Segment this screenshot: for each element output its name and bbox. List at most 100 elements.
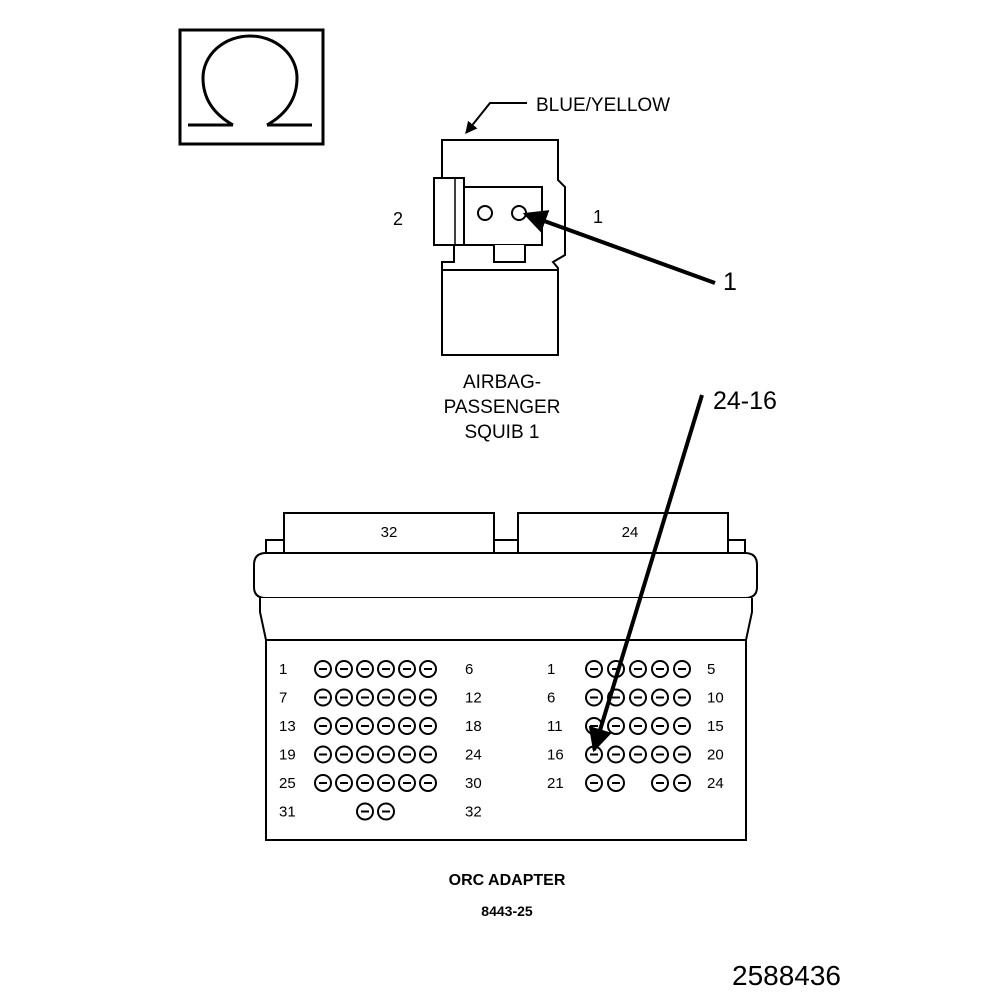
left-adapter-pin <box>398 717 416 735</box>
right-adapter-pin <box>673 660 691 678</box>
ohm-icon <box>188 34 312 127</box>
left-adapter-pin <box>335 717 353 735</box>
right-adapter-pin <box>629 745 647 764</box>
left-row-end-label: 32 <box>465 804 482 821</box>
left-adapter-pin <box>377 745 395 764</box>
left-row-end-label: 12 <box>465 690 482 707</box>
left-adapter-pin <box>314 717 332 735</box>
left-adapter-pin <box>314 745 332 764</box>
right-adapter-pin <box>607 717 625 735</box>
left-adapter-pin <box>398 660 416 678</box>
right-adapter-pin <box>607 774 625 792</box>
right-row-start-label: 21 <box>547 775 564 792</box>
left-pin-grid: 1 6 7 12 13 18 19 24 25 30 31 32 <box>279 660 482 821</box>
left-adapter-pin <box>419 660 437 678</box>
pin-1-label: 1 <box>593 207 603 227</box>
left-adapter-pin <box>335 688 353 707</box>
right-adapter-pin <box>673 688 691 707</box>
squib-pin-1 <box>511 205 527 221</box>
right-row-end-label: 5 <box>707 661 715 678</box>
right-row-end-label: 20 <box>707 747 724 764</box>
left-row-start-label: 19 <box>279 747 296 764</box>
left-adapter-pin <box>356 802 374 821</box>
connector-name-line-3: SQUIB 1 <box>465 422 540 443</box>
ohm-meter-symbol <box>178 28 325 146</box>
wire-color-label: BLUE/YELLOW <box>536 95 670 116</box>
callout-1: 1 <box>522 210 737 296</box>
left-adapter-pin <box>335 774 353 792</box>
left-adapter-pin <box>377 774 395 792</box>
connector-24-label: 24 <box>622 524 639 541</box>
right-adapter-pin <box>629 688 647 707</box>
connector-name-line-1: AIRBAG- <box>463 372 541 393</box>
right-row-end-label: 15 <box>707 718 724 735</box>
adapter-title: ORC ADAPTER <box>449 872 566 889</box>
right-adapter-pin <box>673 745 691 764</box>
left-adapter-pin <box>314 660 332 678</box>
right-row-end-label: 10 <box>707 690 724 707</box>
left-adapter-pin <box>419 745 437 764</box>
right-adapter-pin <box>651 717 669 735</box>
right-adapter-pin <box>607 745 625 764</box>
left-adapter-pin <box>314 688 332 707</box>
left-row-start-label: 25 <box>279 775 296 792</box>
connector-name-line-2: PASSENGER <box>444 397 561 418</box>
right-adapter-pin <box>673 717 691 735</box>
left-adapter-pin <box>377 660 395 678</box>
left-row-start-label: 7 <box>279 690 287 707</box>
left-adapter-pin <box>419 774 437 792</box>
left-adapter-pin <box>356 745 374 764</box>
connector-32-label: 32 <box>381 524 398 541</box>
left-row-end-label: 24 <box>465 747 482 764</box>
right-adapter-pin <box>651 774 669 792</box>
right-adapter-pin <box>651 688 669 707</box>
right-adapter-pin <box>651 660 669 678</box>
left-row-start-label: 13 <box>279 718 296 735</box>
left-adapter-pin <box>398 774 416 792</box>
callout-24-16: 24-16 <box>588 387 777 753</box>
left-adapter-pin <box>398 745 416 764</box>
right-adapter-pin <box>585 774 603 792</box>
left-row-start-label: 31 <box>279 804 296 821</box>
left-adapter-pin <box>335 660 353 678</box>
right-adapter-pin <box>673 774 691 792</box>
right-adapter-pin <box>585 660 603 678</box>
left-adapter-pin <box>356 688 374 707</box>
left-adapter-pin <box>335 745 353 764</box>
connector-latch <box>433 177 465 246</box>
callout-1-label: 1 <box>723 268 737 296</box>
figure-number: 2588436 <box>732 960 841 991</box>
right-row-start-label: 16 <box>547 747 564 764</box>
right-adapter-pin <box>651 745 669 764</box>
left-row-end-label: 30 <box>465 775 482 792</box>
right-row-start-label: 11 <box>547 718 563 735</box>
left-row-start-label: 1 <box>279 661 287 678</box>
right-adapter-pin <box>629 660 647 678</box>
squib-pin-2 <box>477 205 493 221</box>
adapter-connector-32 <box>283 512 495 554</box>
left-adapter-pin <box>419 688 437 707</box>
adapter-part-number: 8443-25 <box>481 903 533 919</box>
right-row-end-label: 24 <box>707 775 724 792</box>
right-adapter-pin <box>585 688 603 707</box>
left-row-end-label: 6 <box>465 661 473 678</box>
left-adapter-pin <box>356 717 374 735</box>
callout-24-16-label: 24-16 <box>713 387 777 415</box>
left-row-end-label: 18 <box>465 718 482 735</box>
wire-color-leader: BLUE/YELLOW <box>465 95 670 134</box>
left-adapter-pin <box>398 688 416 707</box>
right-row-start-label: 6 <box>547 690 555 707</box>
left-adapter-pin <box>377 688 395 707</box>
right-row-start-label: 1 <box>547 661 555 678</box>
pin-2-label: 2 <box>393 209 403 229</box>
left-adapter-pin <box>356 660 374 678</box>
left-adapter-pin <box>356 774 374 792</box>
connector-name: AIRBAG- PASSENGER SQUIB 1 <box>444 372 561 443</box>
left-adapter-pin <box>377 802 395 821</box>
squib-connector: 2 1 <box>393 139 603 356</box>
left-adapter-pin <box>314 774 332 792</box>
left-adapter-pin <box>377 717 395 735</box>
